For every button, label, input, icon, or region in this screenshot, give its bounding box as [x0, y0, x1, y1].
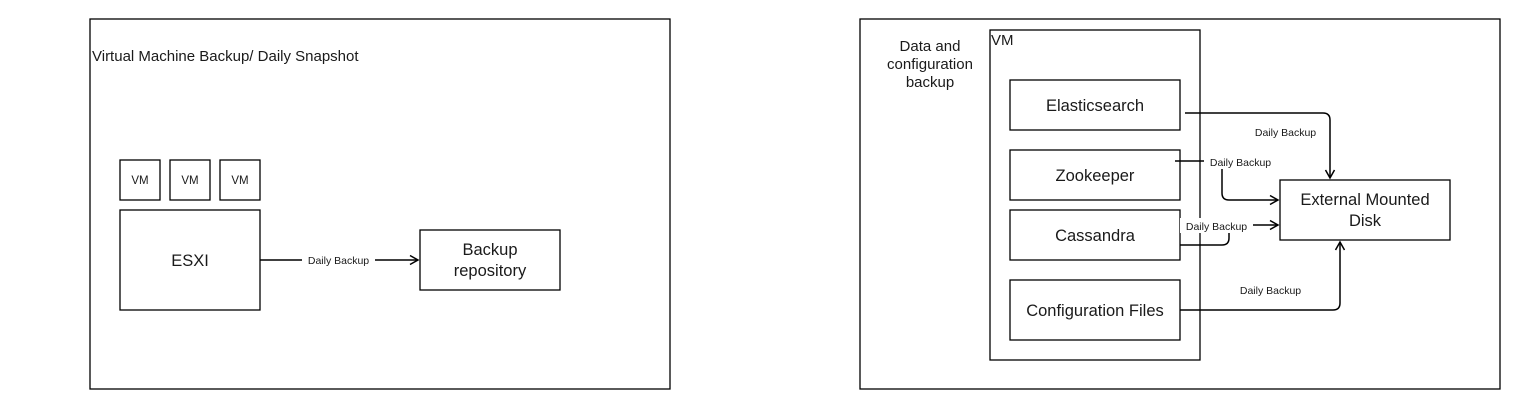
external-disk-label-line-2: Disk [1349, 212, 1382, 230]
configuration-files-box [1009, 279, 1181, 341]
vm-box-3-label: VM [231, 175, 248, 187]
backup-repository-label-line-2: repository [454, 262, 527, 280]
vm-backup-frame [89, 18, 671, 390]
elasticsearch-box [1009, 79, 1181, 131]
external-disk-box [1279, 179, 1451, 241]
zookeeper-to-disk-label: Daily Backup [1210, 157, 1271, 169]
external-disk-label-line-1: External Mounted [1300, 191, 1429, 209]
vm-box-3 [219, 159, 261, 201]
cassandra-box [1009, 209, 1181, 261]
cassandra-to-disk-label: Daily Backup [1186, 221, 1247, 233]
elasticsearch-to-disk-label: Daily Backup [1255, 127, 1316, 139]
esxi-to-repository-arrowhead [409, 254, 420, 266]
data-config-backup-panel: Data and configuration backup VM Elastic… [859, 18, 1501, 390]
config-files-to-disk-arrow [1180, 243, 1341, 311]
config-files-to-disk-label: Daily Backup [1240, 285, 1301, 297]
backup-repository-label-line-1: Backup [462, 241, 517, 259]
cassandra-label: Cassandra [1055, 227, 1136, 245]
esxi-host-label: ESXI [171, 252, 209, 270]
zookeeper-label: Zookeeper [1056, 167, 1135, 185]
zookeeper-to-disk-arrowhead [1269, 194, 1280, 206]
vm-box-1 [119, 159, 161, 201]
backup-repository-box [419, 229, 561, 291]
vm-container-label: VM [991, 32, 1014, 49]
vm-backup-panel: Virtual Machine Backup/ Daily Snapshot V… [89, 18, 671, 390]
configuration-files-label: Configuration Files [1026, 302, 1164, 320]
elasticsearch-label: Elasticsearch [1046, 97, 1144, 115]
esxi-to-repository-label: Daily Backup [308, 255, 369, 267]
vm-backup-title: Virtual Machine Backup/ Daily Snapshot [92, 48, 359, 65]
cassandra-to-disk-arrowhead [1269, 219, 1280, 231]
zookeeper-box [1009, 149, 1181, 201]
esxi-host-box [119, 209, 261, 311]
elasticsearch-to-disk-arrow [1185, 112, 1331, 177]
config-files-to-disk-arrowhead [1334, 240, 1346, 251]
elasticsearch-to-disk-arrowhead [1324, 169, 1336, 180]
vm-box-2-label: VM [181, 175, 198, 187]
vm-box-1-label: VM [131, 175, 148, 187]
vm-box-2 [169, 159, 211, 201]
data-config-caption-line-2: configuration [887, 56, 973, 73]
data-config-caption-line-3: backup [906, 74, 954, 91]
data-config-caption-line-1: Data and [900, 38, 961, 55]
